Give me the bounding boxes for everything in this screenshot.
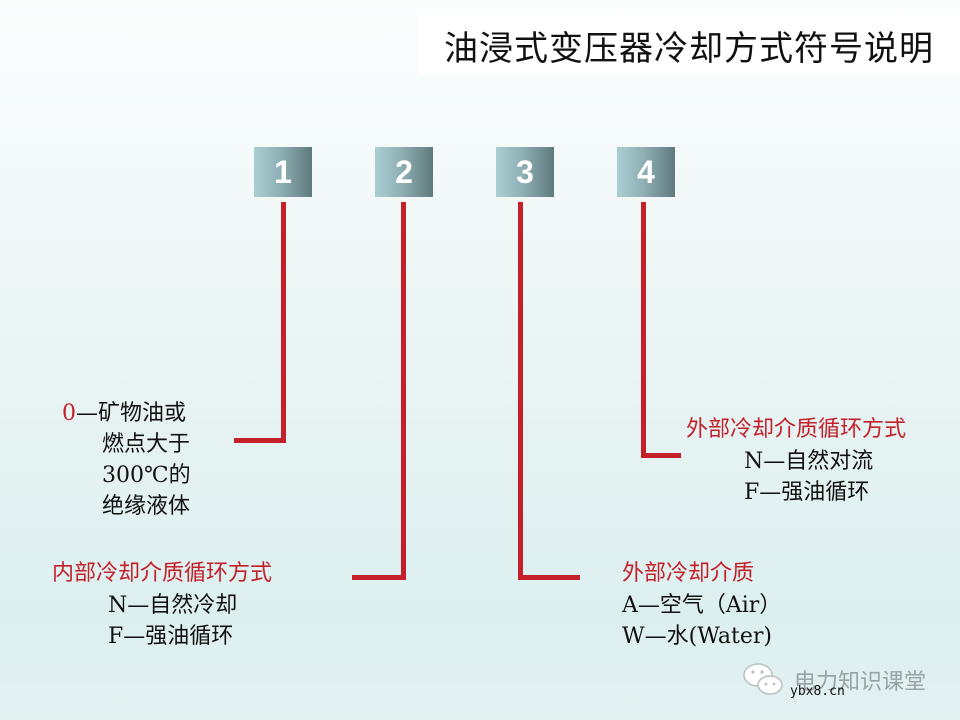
- code-box-4: 4: [617, 147, 675, 197]
- code-box-2: 2: [375, 147, 433, 197]
- page-title: 油浸式变压器冷却方式符号说明: [444, 28, 934, 69]
- connector-1-vertical: [281, 202, 286, 443]
- item1-line-2: 燃点大于: [102, 432, 191, 457]
- code-box-1: 1: [254, 147, 312, 197]
- item3-option-2: W—水(Water): [622, 624, 772, 649]
- connector-4-vertical: [641, 202, 646, 458]
- code-box-3: 3: [496, 147, 554, 197]
- connector-2-horizontal: [352, 575, 406, 580]
- item1-line-3: 300℃的: [102, 463, 191, 488]
- item4-heading: 外部冷却介质循环方式: [686, 417, 907, 442]
- item2-option-1: N—自然冷却: [108, 593, 238, 618]
- item3-heading: 外部冷却介质: [622, 561, 755, 586]
- watermark-url: ybx8.cn: [790, 684, 845, 699]
- item4-option-2: F—强油循环: [744, 480, 870, 505]
- watermark-text: 电力知识课堂: [794, 670, 927, 695]
- wechat-icon: [743, 663, 783, 695]
- connector-4-horizontal: [641, 453, 681, 458]
- item3-option-1: A—空气（Air）: [622, 593, 782, 618]
- item1-line-4: 绝缘液体: [102, 494, 191, 519]
- item1-description: 0—矿物油或 燃点大于 300℃的 绝缘液体: [62, 398, 191, 522]
- connector-3-vertical: [518, 202, 523, 580]
- item2-option-2: F—强油循环: [108, 624, 234, 649]
- watermark: 电力知识课堂 ybx8.cn: [740, 660, 926, 700]
- connector-1-horizontal: [234, 438, 286, 443]
- title-bar: 油浸式变压器冷却方式符号说明: [418, 14, 960, 76]
- connector-2-vertical: [401, 202, 406, 580]
- item2-heading: 内部冷却介质循环方式: [52, 561, 273, 586]
- item4-option-1: N—自然对流: [744, 449, 874, 474]
- connector-3-horizontal: [518, 575, 580, 580]
- item1-code: 0: [62, 401, 76, 426]
- item1-line-1: —矿物油或: [76, 401, 187, 426]
